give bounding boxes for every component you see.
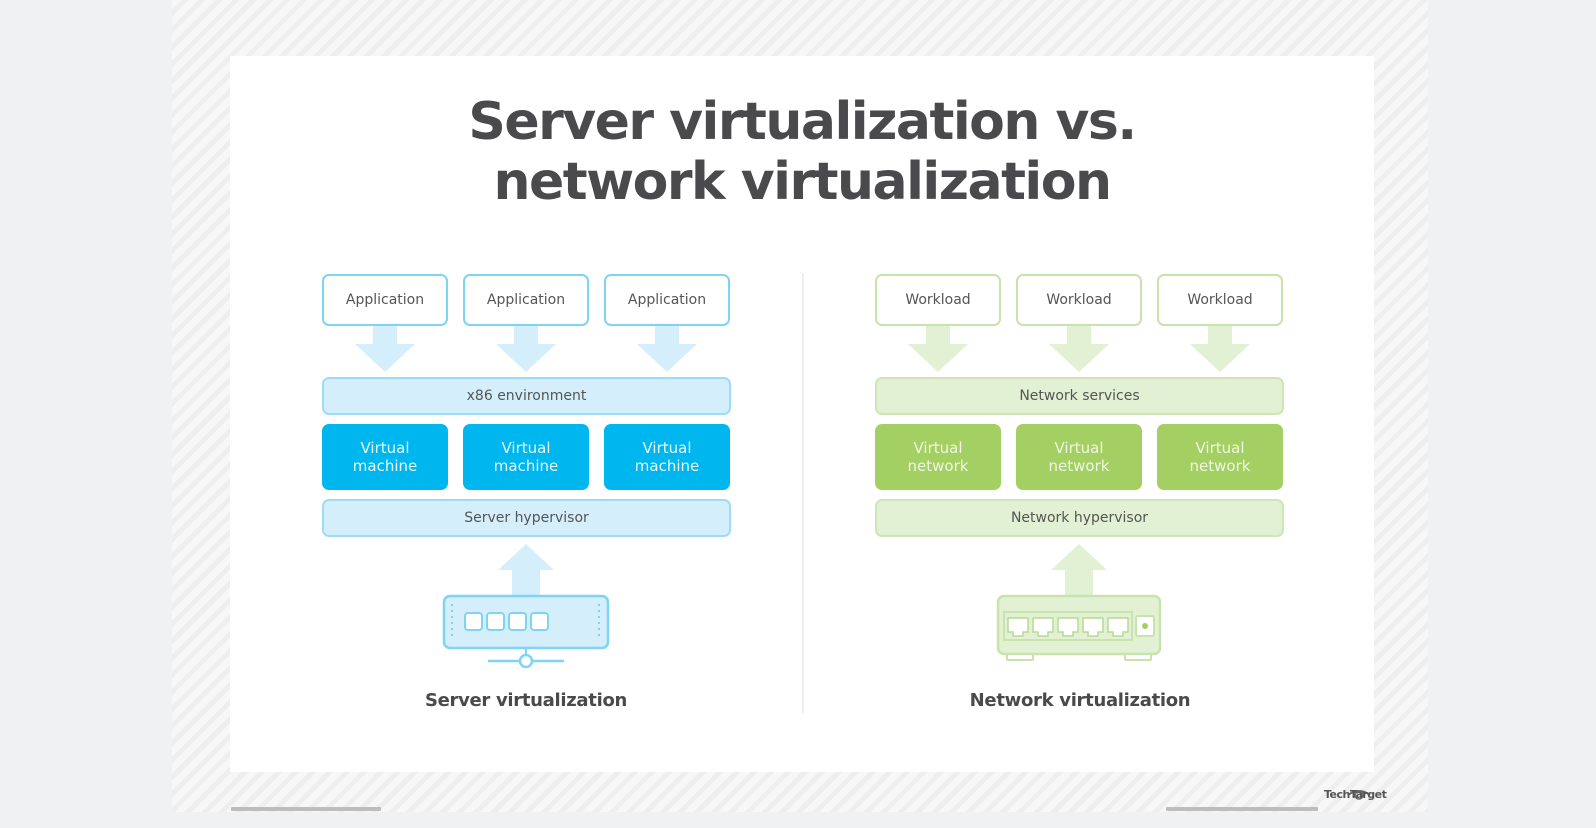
- down-arrows: [355, 326, 697, 372]
- vn-label: Virtual: [1054, 439, 1104, 457]
- x86-environment-bar: x86 environment: [322, 377, 731, 415]
- vm-label: Virtual: [501, 439, 551, 457]
- down-arrow-icon: [1190, 326, 1250, 372]
- vm-label: machine: [493, 457, 559, 475]
- vn-label: network: [1048, 457, 1110, 475]
- vm-label: machine: [634, 457, 700, 475]
- server-icon: [442, 544, 610, 669]
- up-arrow-icon: [498, 544, 554, 598]
- up-arrow-icon: [1051, 544, 1107, 598]
- application-box: Application: [604, 274, 730, 326]
- network-virtualization-caption: Network virtualization: [969, 690, 1191, 711]
- network-services-bar: Network services: [875, 377, 1284, 415]
- techtarget-logo: TechTarget: [1324, 788, 1387, 801]
- workload-box: Workload: [1016, 274, 1142, 326]
- down-arrow-icon: [1049, 326, 1109, 372]
- vm-label: Virtual: [642, 439, 692, 457]
- vn-label: Virtual: [913, 439, 963, 457]
- workload-box: Workload: [875, 274, 1001, 326]
- network-switch-icon: [996, 544, 1162, 661]
- footer-copyright-text: [1166, 807, 1318, 811]
- vm-label: machine: [352, 457, 418, 475]
- server-hypervisor-bar: Server hypervisor: [322, 499, 731, 537]
- vm-label: Virtual: [360, 439, 410, 457]
- application-box: Application: [463, 274, 589, 326]
- title-line-2: network virtualization: [493, 152, 1113, 212]
- vn-label: network: [1189, 457, 1251, 475]
- down-arrow-icon: [908, 326, 968, 372]
- vn-label: network: [907, 457, 969, 475]
- footer-credit-text: [231, 807, 381, 811]
- techtarget-logo-icon: [1347, 790, 1371, 800]
- title-line-1: Server virtualization vs.: [468, 92, 1137, 152]
- down-arrow-icon: [496, 326, 556, 372]
- down-arrow-icon: [637, 326, 697, 372]
- network-hypervisor-bar: Network hypervisor: [875, 499, 1284, 537]
- vn-label: Virtual: [1195, 439, 1245, 457]
- server-virtualization-caption: Server virtualization: [424, 690, 628, 711]
- down-arrow-icon: [355, 326, 415, 372]
- center-divider: [802, 273, 804, 713]
- down-arrows: [908, 326, 1250, 372]
- diagram-title: Server virtualization vs. network virtua…: [230, 92, 1374, 212]
- workload-box: Workload: [1157, 274, 1283, 326]
- application-box: Application: [322, 274, 448, 326]
